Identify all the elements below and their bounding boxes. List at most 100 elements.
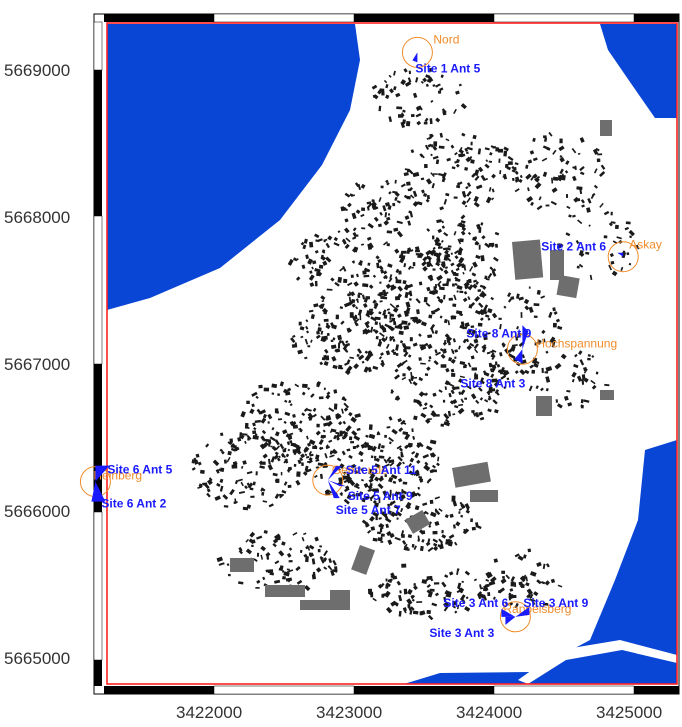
building xyxy=(443,413,450,420)
building xyxy=(432,235,435,240)
building xyxy=(372,537,378,542)
building xyxy=(342,347,348,353)
building xyxy=(453,108,457,115)
building xyxy=(416,309,420,315)
building xyxy=(485,278,490,281)
industrial-building xyxy=(230,558,254,572)
antenna-beam[interactable] xyxy=(91,481,106,502)
antenna-beam[interactable] xyxy=(522,325,529,350)
building xyxy=(446,252,451,258)
antenna-beam[interactable] xyxy=(501,608,516,617)
site-range-circle[interactable] xyxy=(401,36,433,68)
building xyxy=(595,371,599,375)
antenna-beam[interactable] xyxy=(514,349,523,364)
building xyxy=(420,321,427,327)
building xyxy=(455,521,461,527)
industrial-building xyxy=(600,120,612,136)
building xyxy=(441,581,447,588)
building xyxy=(422,265,428,272)
building xyxy=(445,138,450,142)
antenna-beam[interactable] xyxy=(515,606,530,617)
building xyxy=(428,291,435,296)
building xyxy=(481,346,487,353)
building xyxy=(533,315,538,319)
building xyxy=(482,334,488,341)
building xyxy=(219,432,224,437)
building xyxy=(528,593,534,599)
building xyxy=(371,199,375,203)
building xyxy=(454,610,458,614)
site-range-circle[interactable] xyxy=(499,601,531,633)
antenna-beam[interactable] xyxy=(327,466,342,481)
building xyxy=(482,594,487,601)
building xyxy=(493,558,498,563)
building xyxy=(305,468,312,473)
building xyxy=(480,222,484,226)
building xyxy=(246,400,250,404)
building xyxy=(330,569,335,576)
building xyxy=(407,265,412,271)
building xyxy=(510,576,516,582)
building xyxy=(267,421,270,424)
building xyxy=(400,361,406,366)
antenna-beam[interactable] xyxy=(412,52,418,63)
building xyxy=(446,278,451,282)
building xyxy=(435,117,441,123)
building xyxy=(346,486,350,489)
site-range-circle[interactable] xyxy=(607,241,639,273)
building xyxy=(256,408,261,414)
building xyxy=(295,479,301,486)
building xyxy=(416,201,423,206)
building xyxy=(432,290,438,294)
building xyxy=(343,302,351,308)
building xyxy=(335,314,339,320)
building xyxy=(420,80,424,84)
building xyxy=(265,569,269,573)
building xyxy=(573,363,579,369)
building xyxy=(466,385,472,390)
building xyxy=(304,453,308,457)
building xyxy=(426,583,431,589)
building xyxy=(491,197,495,201)
building xyxy=(324,453,328,459)
antenna-beam[interactable] xyxy=(327,480,340,499)
building xyxy=(435,283,437,289)
antenna-beam[interactable] xyxy=(617,252,624,257)
building xyxy=(552,307,556,312)
building xyxy=(251,403,255,408)
building xyxy=(414,246,420,251)
building xyxy=(517,555,524,561)
building xyxy=(514,582,517,587)
building xyxy=(360,183,366,189)
building xyxy=(398,427,404,433)
building xyxy=(614,224,619,230)
antenna-beam[interactable] xyxy=(95,465,110,482)
building xyxy=(484,242,491,249)
antenna-beam[interactable] xyxy=(327,480,346,487)
building xyxy=(479,397,484,401)
antenna-beam[interactable] xyxy=(505,616,516,625)
building xyxy=(531,599,536,606)
building xyxy=(273,533,281,540)
building xyxy=(254,419,261,424)
building xyxy=(437,90,442,94)
building xyxy=(423,193,428,197)
building xyxy=(363,444,368,449)
building xyxy=(355,444,360,449)
building xyxy=(308,459,313,464)
building xyxy=(456,262,463,268)
building xyxy=(440,239,444,243)
site-range-circle[interactable] xyxy=(312,464,344,496)
building xyxy=(322,429,326,433)
building xyxy=(373,488,379,492)
building xyxy=(491,378,498,383)
building xyxy=(475,254,481,260)
building xyxy=(426,228,431,232)
building xyxy=(348,436,353,441)
building xyxy=(453,605,456,609)
building xyxy=(354,314,358,319)
building xyxy=(424,510,429,515)
building xyxy=(341,340,346,347)
building xyxy=(404,168,410,171)
